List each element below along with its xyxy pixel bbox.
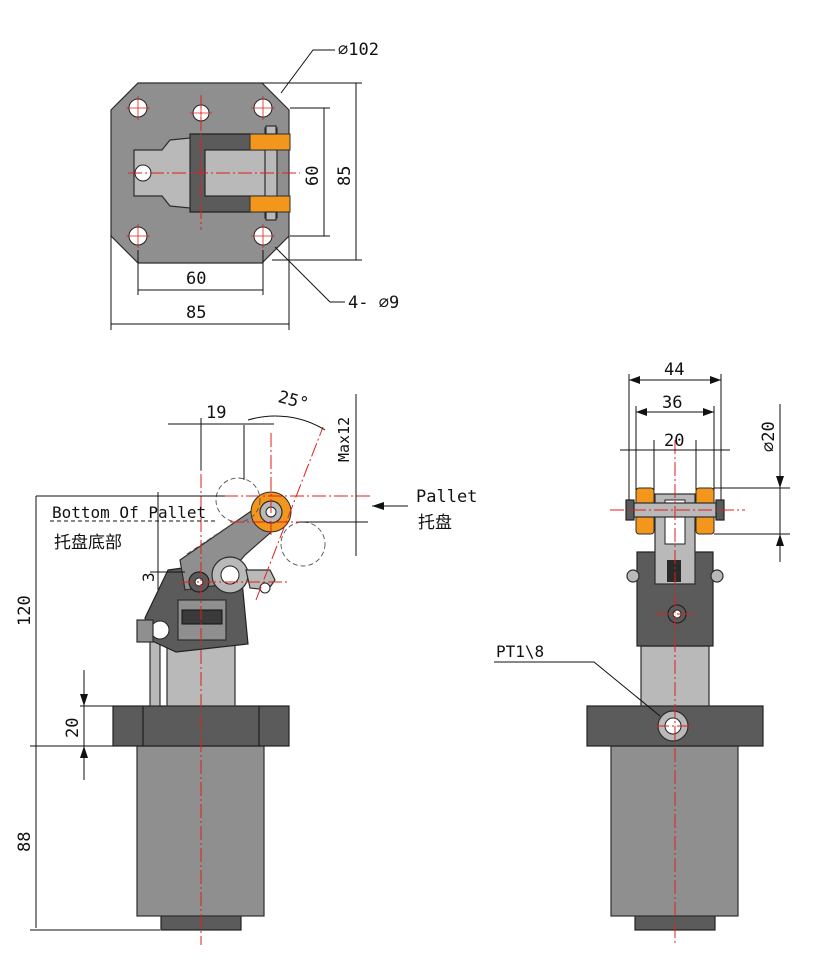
pivot-boss-inner [220, 565, 240, 585]
dim-44: 44 [664, 360, 684, 380]
pin-head-bottom [265, 211, 277, 221]
hole-callout: 4- ∅9 [348, 293, 399, 313]
lock-block [136, 619, 154, 643]
dim-88: 88 [15, 832, 35, 852]
dim-60-vertical: 60 [303, 166, 323, 186]
dim-3: 3 [139, 572, 158, 582]
port-callout: PT1\8 [496, 642, 544, 661]
pallet-bottom-label-cn: 托盘底部 [54, 533, 122, 553]
side-screw-left [626, 569, 640, 583]
roller-top [249, 133, 291, 151]
pallet-label: Pallet [416, 487, 477, 507]
dim-19: 19 [206, 403, 226, 423]
dim-20-front: 20 [664, 431, 684, 451]
dim-85-vertical: 85 [335, 166, 355, 186]
dim-phi20: ∅20 [759, 421, 779, 452]
dim-36: 36 [662, 393, 682, 413]
dim-120: 120 [15, 595, 35, 626]
pin-head-top [265, 125, 277, 135]
pallet-bottom-label: Bottom Of Pallet [52, 503, 206, 522]
clevis-spring [667, 560, 681, 582]
roller-bottom [249, 195, 291, 213]
side-screw-right [710, 569, 724, 583]
dim-phi102: ∅102 [338, 40, 379, 60]
front-view: 44 36 20 ∅20 PT1\8 [494, 360, 790, 945]
link-hole [259, 582, 271, 594]
ghost-roller [280, 521, 326, 567]
dim-20-side: 20 [63, 718, 83, 738]
side-view: 25° 19 Max12 Pallet 托盘 Bottom Of Pallet … [15, 387, 477, 945]
lever-inner [204, 149, 268, 197]
lower-pin [150, 620, 170, 640]
pallet-label-cn: 托盘 [418, 513, 452, 533]
dim-60-horizontal: 60 [186, 269, 206, 289]
ghost-roller [215, 477, 261, 523]
top-view: ∅102 60 85 60 85 4- ∅9 [110, 40, 399, 330]
dim-max12: Max12 [335, 417, 353, 462]
spring-coils [181, 609, 223, 625]
dim-85-horizontal: 85 [186, 303, 206, 323]
dim-angle-25: 25° [276, 387, 311, 414]
